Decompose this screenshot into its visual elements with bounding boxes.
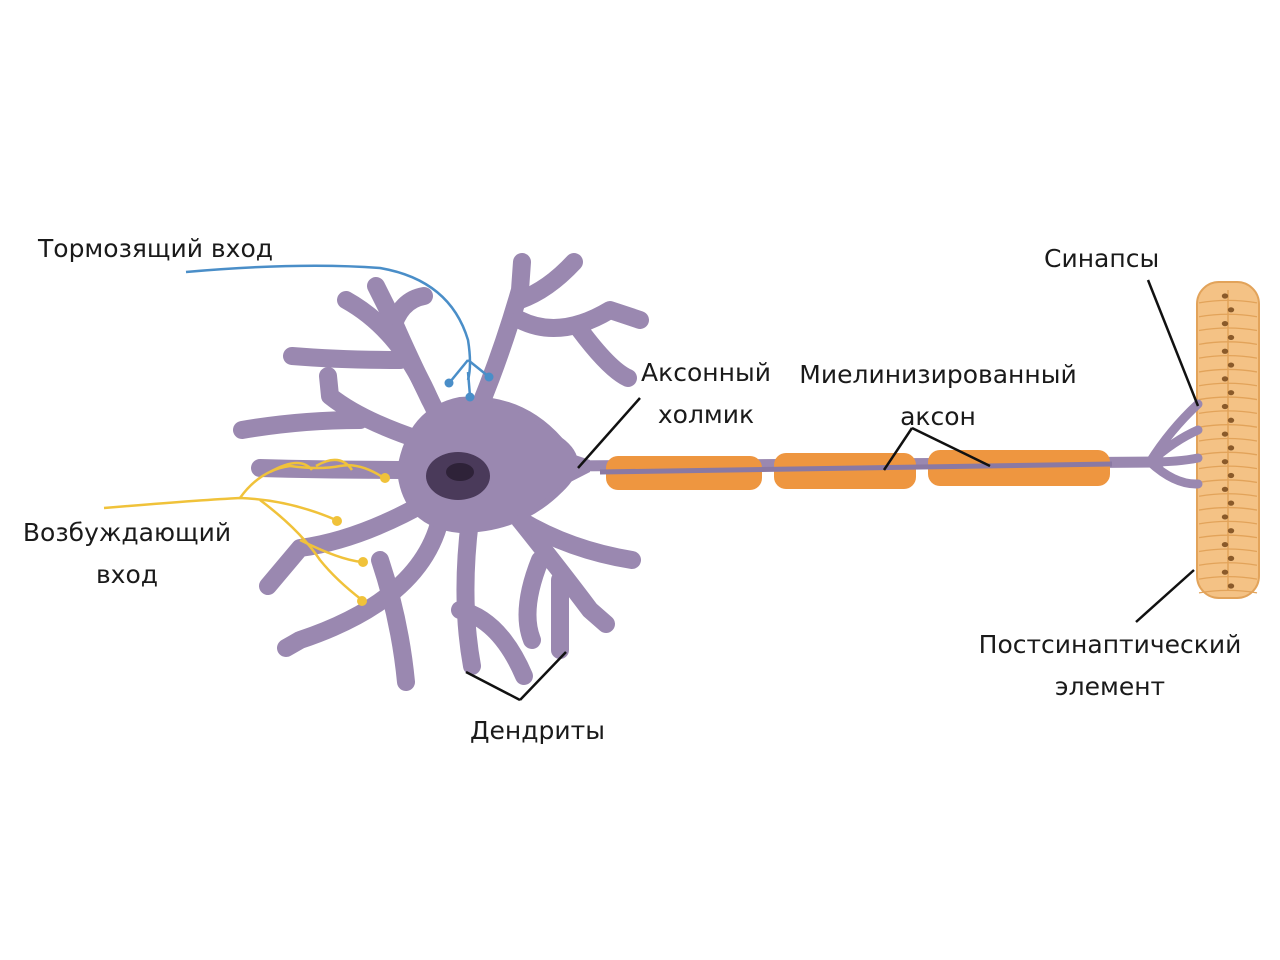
label-excitatory-input-line1: Возбуждающий bbox=[22, 518, 232, 547]
cell-nucleus bbox=[1227, 390, 1235, 396]
cell-nucleus bbox=[1221, 348, 1229, 354]
label-postsynaptic-element: Постсинаптический элемент bbox=[976, 624, 1244, 708]
inhibitory-terminals bbox=[444, 372, 494, 402]
label-axon-hillock: Аксонный холмик bbox=[630, 352, 782, 436]
label-axon-hillock-line1: Аксонный bbox=[641, 358, 771, 387]
cell-border bbox=[1198, 341, 1258, 345]
pointer-postsynaptic bbox=[1135, 569, 1195, 623]
cell-border bbox=[1198, 562, 1258, 566]
cell-nucleus bbox=[1227, 445, 1235, 451]
cell-border bbox=[1198, 493, 1258, 497]
cell-border bbox=[1198, 368, 1258, 373]
pointer-myelin-1 bbox=[882, 427, 914, 471]
pointer-dendrites-1 bbox=[465, 670, 521, 702]
cell-nucleus bbox=[1227, 583, 1235, 589]
cell-border bbox=[1198, 575, 1258, 580]
pointer-lines bbox=[465, 279, 1200, 702]
cell-border bbox=[1198, 465, 1258, 470]
cell-border bbox=[1198, 382, 1258, 387]
label-excitatory-input: Возбуждающий вход bbox=[22, 512, 232, 596]
cell-nucleus bbox=[1227, 472, 1235, 479]
label-excitatory-input-line2: вход bbox=[95, 560, 159, 589]
cell-border bbox=[1198, 589, 1258, 594]
cell-nucleus bbox=[1227, 500, 1235, 506]
cell-border bbox=[1198, 424, 1258, 428]
label-inhibitory-input: Тормозящий вход bbox=[38, 234, 274, 263]
cell-nucleus bbox=[1221, 486, 1229, 492]
cell-border bbox=[1198, 451, 1258, 456]
axon-core bbox=[599, 461, 1113, 475]
label-dendrites: Дендриты bbox=[470, 716, 605, 745]
cell-nucleus bbox=[1221, 431, 1229, 437]
cell-border bbox=[1198, 410, 1258, 415]
postsynaptic-cells bbox=[1198, 293, 1258, 594]
nucleolus bbox=[446, 463, 474, 481]
cell-nucleus bbox=[1227, 528, 1235, 534]
cell-border bbox=[1198, 548, 1258, 553]
cell-border bbox=[1198, 354, 1258, 359]
cell-nucleus bbox=[1227, 362, 1235, 368]
cell-nucleus bbox=[1221, 541, 1229, 548]
cell-border bbox=[1198, 437, 1258, 442]
label-myelinated-axon-line2: аксон bbox=[900, 402, 976, 431]
cell-border bbox=[1198, 520, 1258, 525]
label-synapses: Синапсы bbox=[1044, 244, 1160, 273]
cell-border bbox=[1198, 299, 1258, 304]
postsynaptic-element bbox=[1196, 281, 1260, 599]
axon-terminal bbox=[1145, 399, 1203, 489]
cell-nucleus bbox=[1221, 459, 1229, 465]
cell-nucleus bbox=[1221, 293, 1229, 299]
axon-hillock bbox=[545, 445, 590, 495]
cell-nucleus bbox=[1221, 569, 1229, 575]
cell-border bbox=[1198, 506, 1258, 511]
cell-border bbox=[1198, 479, 1258, 484]
cell-border bbox=[1198, 313, 1258, 318]
pointer-synapses bbox=[1146, 279, 1200, 407]
inhibitory-input-fiber bbox=[185, 264, 489, 397]
pointer-dendrites-2 bbox=[519, 651, 567, 701]
dendrites bbox=[233, 253, 649, 691]
label-myelinated-axon-line1: Миелинизированный bbox=[799, 360, 1077, 389]
cell-nucleus bbox=[1227, 417, 1235, 423]
label-axon-hillock-line2: холмик bbox=[657, 400, 755, 429]
cell-nucleus bbox=[1227, 334, 1235, 341]
cell-nucleus bbox=[1221, 321, 1229, 327]
label-postsynaptic-line1: Постсинаптический bbox=[978, 630, 1242, 659]
pointer-axon-hillock bbox=[577, 397, 641, 469]
pointer-myelin-2 bbox=[911, 426, 991, 468]
cell-nucleus bbox=[1227, 307, 1235, 313]
label-postsynaptic-line2: элемент bbox=[1054, 672, 1166, 701]
excitatory-terminals bbox=[332, 473, 390, 606]
excitatory-input-fiber bbox=[103, 458, 385, 601]
cell-border bbox=[1198, 396, 1258, 401]
cell-nucleus bbox=[1221, 514, 1229, 520]
cell-border bbox=[1198, 327, 1258, 332]
cell-nucleus bbox=[1221, 376, 1229, 382]
cell-nucleus bbox=[1221, 403, 1229, 410]
label-myelinated-axon: Миелинизированный аксон bbox=[792, 354, 1084, 438]
cell-nucleus bbox=[1227, 555, 1235, 561]
cell-border bbox=[1198, 534, 1258, 539]
myelin-segment-2 bbox=[774, 453, 916, 489]
